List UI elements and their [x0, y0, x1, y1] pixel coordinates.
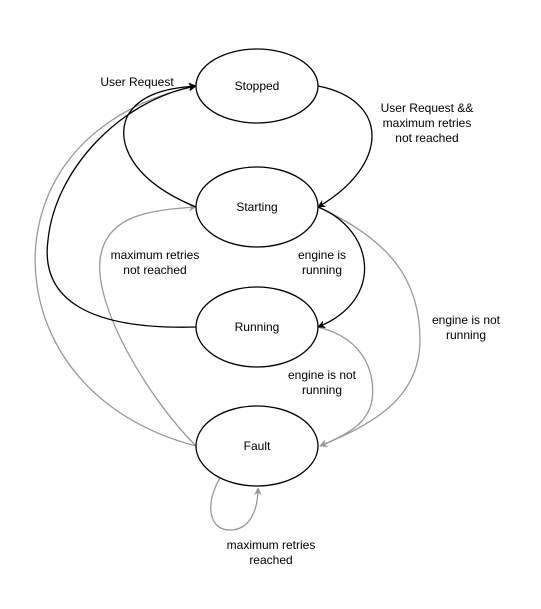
state-fault-label: Fault: [244, 439, 271, 453]
label-line: running: [302, 383, 342, 397]
label-starting-to-fault: engine is not running: [432, 313, 501, 342]
label-fault-self-loop: maximum retries reached: [227, 538, 316, 567]
state-running-label: Running: [235, 320, 280, 334]
state-stopped: Stopped: [195, 48, 319, 124]
edge-fault-to-stopped: [34, 83, 197, 447]
label-line: running: [302, 263, 342, 277]
edge-starting-to-stopped: [123, 82, 197, 208]
label-line: not reached: [123, 263, 186, 277]
state-stopped-label: Stopped: [235, 79, 280, 93]
label-line: reached: [249, 553, 292, 567]
label-stopped-to-starting: User Request && maximum retries not reac…: [381, 101, 474, 145]
label-line: maximum retries: [383, 116, 472, 130]
label-line: not reached: [395, 131, 458, 145]
edge-fault-self-loop: [210, 469, 262, 531]
label-line: User Request &&: [381, 101, 474, 115]
edge-starting-to-running: [317, 206, 366, 329]
label-line: engine is not: [288, 368, 357, 382]
label-fault-to-starting: maximum retries not reached: [111, 248, 200, 277]
label-line: running: [446, 328, 486, 342]
edge-stopped-to-starting: [317, 85, 373, 208]
label-starting-to-running: engine is running: [298, 248, 346, 277]
state-starting-label: Starting: [236, 200, 277, 214]
state-running: Running: [195, 286, 319, 368]
label-line: maximum retries: [111, 248, 200, 262]
label-user-request: User Request: [100, 75, 174, 89]
state-fault: Fault: [195, 405, 319, 487]
label-line: maximum retries: [227, 538, 316, 552]
label-running-to-fault: engine is not running: [288, 368, 357, 397]
state-starting: Starting: [195, 166, 319, 248]
label-line: engine is not: [432, 313, 501, 327]
label-line: engine is: [298, 248, 346, 262]
edge-starting-to-fault: [317, 206, 421, 447]
edge-running-to-stopped: [46, 83, 197, 328]
edge-running-to-fault: [317, 326, 374, 447]
edge-fault-to-starting: [99, 203, 197, 447]
